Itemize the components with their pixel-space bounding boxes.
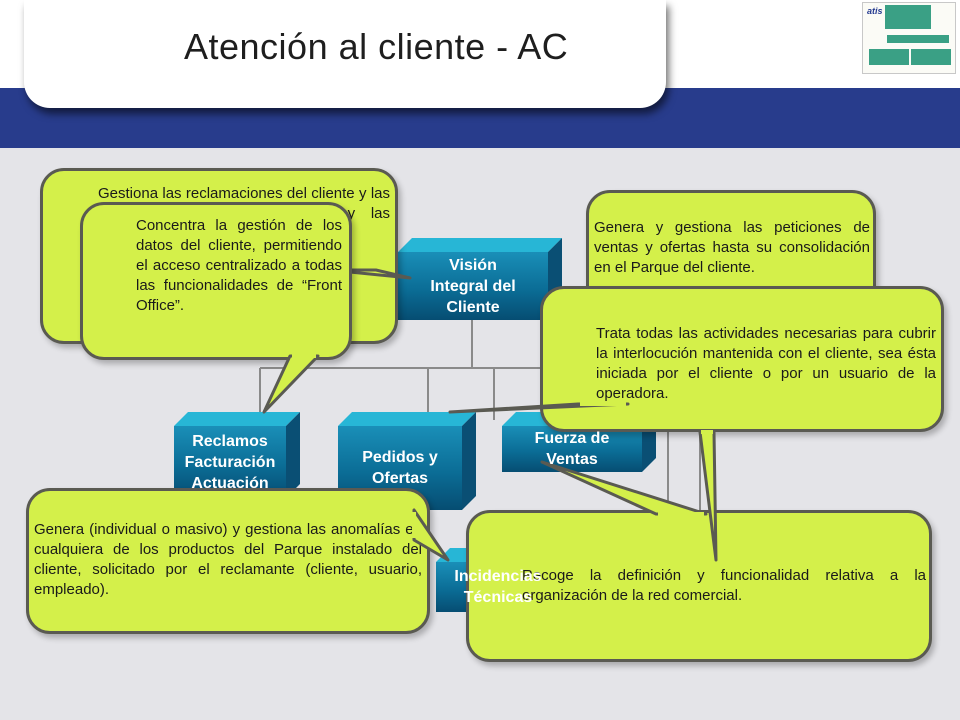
thumbnail-block [887, 35, 949, 43]
callout-pedidos-text: Genera y gestiona las peticiones de vent… [594, 219, 870, 276]
box-fuerza-ventas[interactable]: Fuerza de Ventas [502, 426, 642, 472]
callout-actividades-text: Trata todas las actividades necesarias p… [596, 325, 936, 402]
callout-incidencias-text: Genera (individual o masivo) y gestiona … [34, 521, 422, 598]
callout-red-comercial [466, 510, 932, 662]
box-incidencias-label: Incidencias Técnicas [454, 568, 542, 606]
box-vision-integral[interactable]: Visión Integral del Cliente [398, 252, 548, 320]
navigation-thumbnail: atis [862, 2, 956, 74]
callout-actividades [540, 286, 944, 432]
callout-red-comercial-text: Recoge la definición y funcionalidad rel… [522, 567, 926, 604]
thumbnail-block [885, 5, 931, 29]
title-card: Atención al cliente - AC [24, 0, 666, 108]
box-incidencias[interactable]: Incidencias Técnicas [436, 562, 560, 612]
callout-vision [80, 202, 352, 360]
atis-logo: atis [867, 6, 883, 16]
thumbnail-block [911, 49, 951, 65]
thumbnail-block [869, 49, 909, 65]
box-reclamos-label: Reclamos Facturación Actuación [184, 432, 276, 492]
box-vision-label: Visión Integral del Cliente [430, 256, 516, 316]
box-fuerza-label: Fuerza de Ventas [534, 430, 610, 468]
box-reclamos[interactable]: Reclamos Facturación Actuación [174, 426, 286, 498]
box-pedidos-label: Pedidos y Ofertas [362, 449, 438, 487]
page-title: Atención al cliente - AC [184, 26, 569, 67]
callout-vision-text: Concentra la gestión de los datos del cl… [136, 217, 342, 314]
callout-incidencias [26, 488, 430, 634]
